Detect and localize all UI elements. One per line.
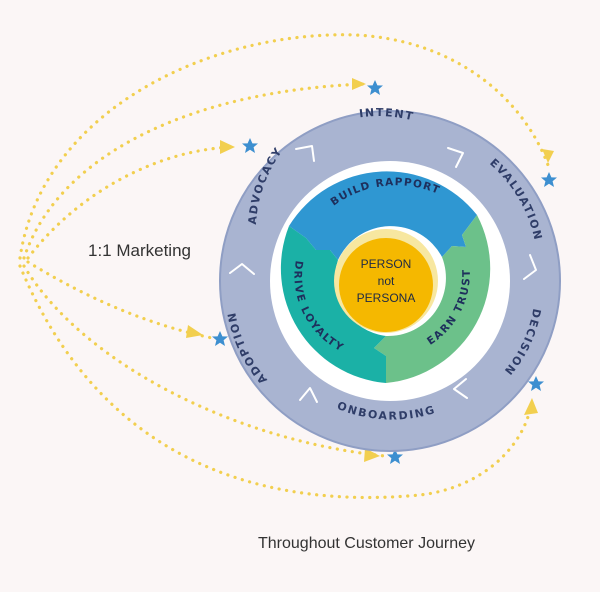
chevron-icon (523, 254, 537, 280)
triangle-arrow-icon (364, 448, 380, 462)
core-text-line3: PERSONA (357, 291, 416, 305)
core-text-line2: not (378, 274, 395, 288)
core-text-line1: PERSON (361, 257, 412, 271)
bottom-label: Throughout Customer Journey (258, 535, 475, 552)
chevron-icon (295, 145, 315, 162)
chevron-icon (447, 147, 464, 168)
star-icon (212, 331, 228, 346)
segment-earn-trust (374, 215, 491, 383)
triangle-arrow-icon (542, 149, 554, 163)
path-end-stars (212, 80, 557, 464)
journey-path-advocacy (26, 145, 234, 260)
star-icon (541, 172, 557, 187)
journey-path-onboarding (22, 264, 387, 458)
triangle-arrow-icon (524, 398, 538, 415)
path-markers (186, 78, 554, 462)
stage-label-intent: INTENT (358, 106, 415, 123)
star-icon (528, 376, 544, 391)
chevron-icon (299, 387, 318, 403)
triangle-arrow-icon (186, 325, 203, 338)
left-label: 1:1 Marketing (88, 241, 191, 260)
segment-drive-loyalty (280, 226, 386, 383)
journey-path-evaluation (18, 33, 550, 260)
journey-path-intent (22, 82, 367, 260)
journey-path-decision (18, 264, 532, 500)
star-icon (242, 138, 258, 153)
chevron-icon (229, 263, 255, 275)
triangle-arrow-icon (352, 78, 366, 90)
star-icon (367, 80, 383, 95)
inner-cycle (280, 171, 491, 383)
chevron-icon (453, 378, 468, 399)
stage-chevrons (229, 145, 537, 403)
journey-paths (18, 33, 550, 500)
triangle-arrow-icon (220, 140, 235, 154)
journey-path-adoption (26, 260, 214, 340)
segment-build-rapport (289, 171, 477, 260)
core-circle (339, 238, 433, 332)
star-icon (387, 449, 403, 464)
